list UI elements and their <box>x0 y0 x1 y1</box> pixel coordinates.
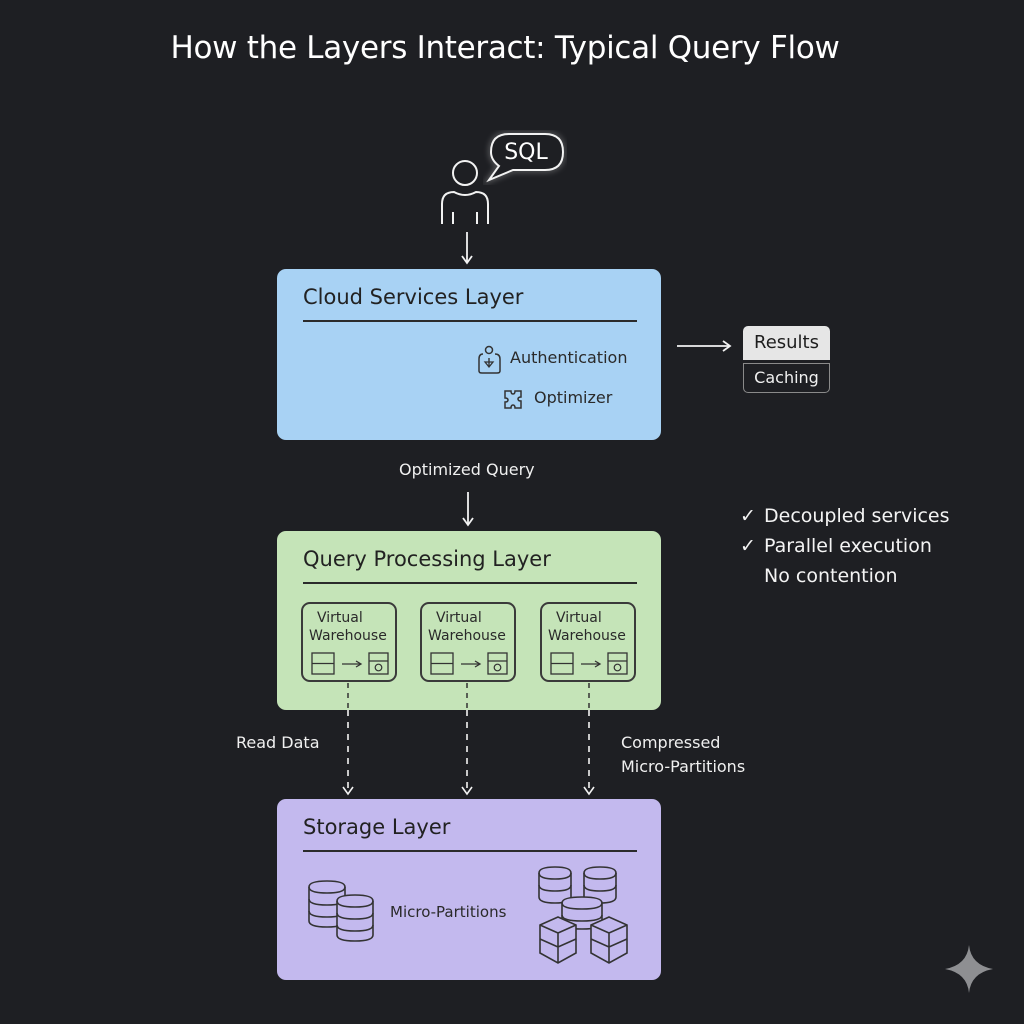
warehouse-label: Warehouse <box>548 628 626 644</box>
layer-title: Storage Layer <box>303 815 451 839</box>
check-icon: ✓ <box>740 535 756 557</box>
warehouse-label: Virtual <box>556 610 602 626</box>
dashed-read-arrows <box>342 710 595 796</box>
warehouse-label: Virtual <box>436 610 482 626</box>
compute-flow-icon <box>430 652 508 675</box>
sparkle-icon <box>945 945 993 993</box>
read-data-label: Read Data <box>236 733 320 752</box>
check-icon: ✓ <box>740 505 756 527</box>
divider <box>303 850 637 852</box>
results-cache-label: Results <box>743 326 830 360</box>
benefit-item: ✓Parallel execution <box>740 535 932 557</box>
virtual-warehouse: Virtual Warehouse <box>420 602 516 682</box>
warehouse-label: Warehouse <box>309 628 387 644</box>
database-stack-icon <box>308 880 374 942</box>
speech-bubble-icon <box>483 131 566 186</box>
service-label-optimizer: Optimizer <box>534 388 613 407</box>
arrow-right-icon <box>677 340 732 352</box>
query-processing-layer: Query Processing Layer Virtual Warehouse… <box>277 531 661 710</box>
divider <box>303 320 637 322</box>
compressed-label-line2: Micro-Partitions <box>621 757 746 776</box>
arrow-down-icon <box>462 492 474 527</box>
storage-layer: Storage Layer Micro-Partitions <box>277 799 661 980</box>
user-icon <box>441 160 489 224</box>
puzzle-icon <box>504 390 522 409</box>
sql-bubble-text: SQL <box>504 140 548 165</box>
layer-title: Query Processing Layer <box>303 547 551 571</box>
distributed-storage-icon <box>538 866 628 964</box>
layer-title: Cloud Services Layer <box>303 285 524 309</box>
warehouse-label: Virtual <box>317 610 363 626</box>
caching-label: Caching <box>743 363 830 393</box>
divider <box>303 582 637 584</box>
compute-flow-icon <box>311 652 389 675</box>
micro-partitions-label: Micro-Partitions <box>390 903 507 921</box>
compressed-label-line1: Compressed <box>621 733 721 752</box>
virtual-warehouse: Virtual Warehouse <box>540 602 636 682</box>
arrow-down-icon <box>461 232 473 265</box>
compute-flow-icon <box>550 652 628 675</box>
diagram-title: How the Layers Interact: Typical Query F… <box>170 30 840 66</box>
virtual-warehouse: Virtual Warehouse <box>301 602 397 682</box>
service-label-authentication: Authentication <box>510 348 628 367</box>
benefit-item: ✓Decoupled services <box>740 505 950 527</box>
cloud-services-layer: Cloud Services Layer Authentication Opti… <box>277 269 661 440</box>
dashed-connectors <box>347 683 590 710</box>
optimized-query-label: Optimized Query <box>399 460 535 479</box>
benefit-item: No contention <box>764 565 898 587</box>
warehouse-label: Warehouse <box>428 628 506 644</box>
lock-icon <box>478 345 501 374</box>
